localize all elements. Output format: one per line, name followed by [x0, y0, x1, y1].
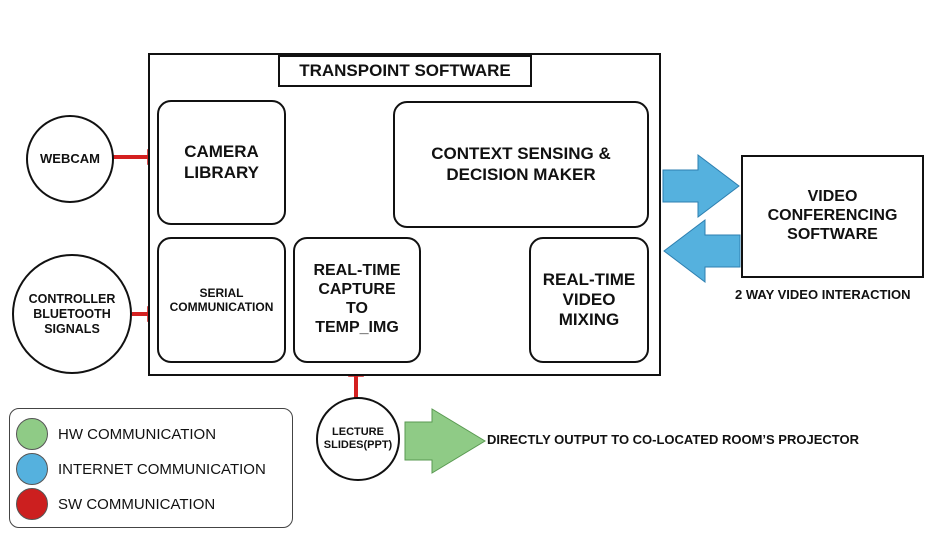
context-sensing-label: CONTEXT SENSING & DECISION MAKER — [431, 144, 611, 184]
realtime-capture-label: REAL-TIME CAPTURE TO TEMP_IMG — [313, 262, 401, 336]
webcam-label: WEBCAM — [40, 151, 100, 167]
software-title: TRANSPOINT SOFTWARE — [299, 60, 511, 80]
webcam-node: WEBCAM — [26, 115, 114, 203]
camera-library-block: CAMERA LIBRARY — [157, 100, 286, 225]
controller-node: CONTROLLER BLUETOOTH SIGNALS — [12, 254, 132, 374]
lecture-slides-node: LECTURE SLIDES(PPT) — [316, 397, 400, 481]
legend-item-hw: HW COMMUNICATION — [16, 418, 216, 450]
serial-communication-block: SERIAL COMMUNICATION — [157, 237, 286, 363]
hw-color-swatch — [16, 418, 48, 450]
legend-label-hw: HW COMMUNICATION — [58, 425, 217, 443]
legend: HW COMMUNICATION INTERNET COMMUNICATION … — [9, 408, 293, 528]
controller-label: CONTROLLER BLUETOOTH SIGNALS — [28, 291, 116, 336]
legend-item-sw: SW COMMUNICATION — [16, 488, 215, 520]
serial-communication-label: SERIAL COMMUNICATION — [169, 285, 274, 314]
two-way-interaction-label: 2 WAY VIDEO INTERACTION — [735, 287, 911, 302]
video-conferencing-block: VIDEO CONFERENCING SOFTWARE — [741, 155, 924, 278]
direct-output-label: DIRECTLY OUTPUT TO CO-LOCATED ROOM’S PRO… — [487, 432, 859, 447]
context-sensing-block: CONTEXT SENSING & DECISION MAKER — [393, 101, 649, 228]
legend-item-internet: INTERNET COMMUNICATION — [16, 453, 266, 485]
legend-label-sw: SW COMMUNICATION — [58, 495, 216, 513]
video-conferencing-label: VIDEO CONFERENCING SOFTWARE — [767, 188, 898, 243]
realtime-capture-block: REAL-TIME CAPTURE TO TEMP_IMG — [293, 237, 421, 363]
lecture-slides-label: LECTURE SLIDES(PPT) — [323, 425, 393, 451]
video-mixing-block: REAL-TIME VIDEO MIXING — [529, 237, 649, 363]
video-mixing-label: REAL-TIME VIDEO MIXING — [542, 269, 636, 330]
sw-color-swatch — [16, 488, 48, 520]
software-title-box: TRANSPOINT SOFTWARE — [278, 55, 532, 87]
camera-library-label: CAMERA LIBRARY — [184, 142, 259, 182]
internet-color-swatch — [16, 453, 48, 485]
legend-label-internet: INTERNET COMMUNICATION — [58, 460, 266, 478]
hw-arrow-to-projector — [404, 408, 486, 474]
internet-arrow-from-video-conf — [663, 218, 741, 284]
internet-arrow-to-video-conf — [662, 153, 740, 219]
